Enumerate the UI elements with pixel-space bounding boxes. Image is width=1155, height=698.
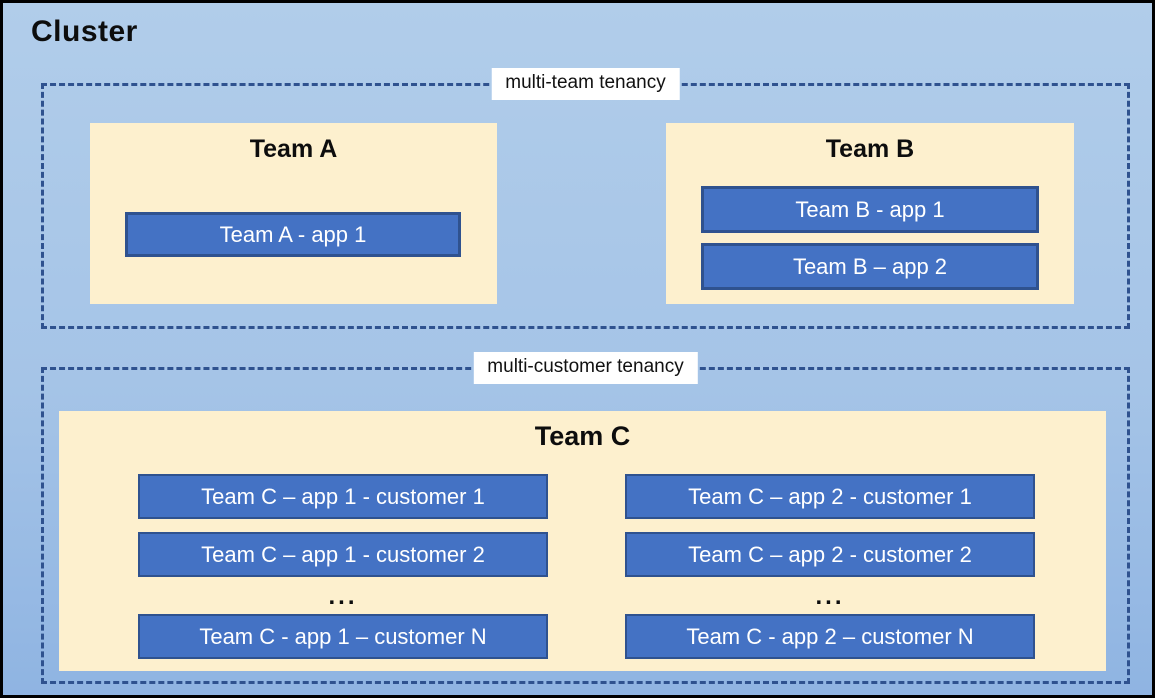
multi-customer-tenancy-section: multi-customer tenancy Team C Team C – a… <box>41 352 1130 684</box>
multi-team-tenancy-label: multi-team tenancy <box>491 68 680 100</box>
team-b-box: Team B Team B - app 1 Team B – app 2 <box>666 123 1074 304</box>
team-c-app1-customer-1-box: Team C – app 1 - customer 1 <box>138 474 548 519</box>
team-c-title: Team C <box>534 421 631 451</box>
team-c-app1-customer-2-box: Team C – app 1 - customer 2 <box>138 532 548 577</box>
team-c-app1-ellipsis: ... <box>328 583 358 610</box>
team-b-title: Team B <box>825 135 915 163</box>
cluster-title: Cluster <box>31 15 138 48</box>
team-c-app2-customer-2-box: Team C – app 2 - customer 2 <box>625 532 1035 577</box>
team-a-title: Team A <box>249 135 338 163</box>
team-b-app-1-box: Team B - app 1 <box>701 186 1039 233</box>
team-c-box: Team C Team C – app 1 - customer 1 Team … <box>59 411 1106 671</box>
team-b-app-2-box: Team B – app 2 <box>701 243 1039 290</box>
multi-team-tenancy-section: multi-team tenancy Team A Team A - app 1… <box>41 68 1130 329</box>
team-c-app1-customer-n-box: Team C - app 1 – customer N <box>138 614 548 659</box>
multi-customer-tenancy-label: multi-customer tenancy <box>473 352 698 384</box>
team-a-app-1-box: Team A - app 1 <box>125 212 461 257</box>
team-c-app2-ellipsis: ... <box>815 583 845 610</box>
team-a-box: Team A Team A - app 1 <box>90 123 497 304</box>
team-c-app2-customer-n-box: Team C - app 2 – customer N <box>625 614 1035 659</box>
team-c-app2-customer-1-box: Team C – app 2 - customer 1 <box>625 474 1035 519</box>
